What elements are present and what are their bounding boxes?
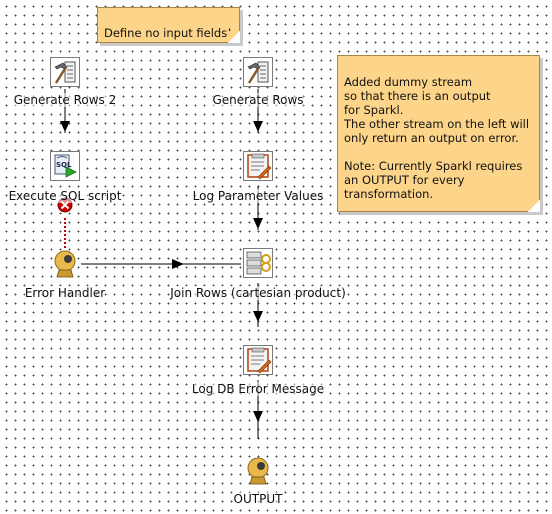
hop-arrow-icon [253,311,263,322]
note-text: Added dummy stream so that there is an o… [344,75,530,201]
step-label: Generate Rows 2 [13,93,117,107]
note-text: Define no input fields! [104,26,232,40]
step-label: Error Handler [24,286,106,300]
hop-arrow-icon [253,411,263,422]
write-to-log-icon[interactable] [243,151,273,181]
hop-arrow-icon [60,121,70,132]
note-dummy-stream[interactable]: Added dummy stream so that there is an o… [337,55,540,212]
step-label: OUTPUT [233,492,283,506]
note-define-no-input-fields[interactable]: Define no input fields! [97,7,240,43]
hop-arrow-icon [172,259,184,269]
generate-rows-icon[interactable] [243,57,273,87]
sql-script-icon[interactable]: SQL [50,151,80,181]
step-label: Log DB Error Message [191,382,325,396]
note-fold-corner [528,200,540,212]
svg-text:SQL: SQL [56,161,72,169]
dummy-step-icon[interactable] [243,455,273,485]
join-rows-icon[interactable] [243,248,273,278]
step-label: Execute SQL script [8,189,122,203]
step-label: Generate Rows [212,93,304,107]
generate-rows-icon[interactable] [50,57,80,87]
hop-arrow-icon [253,218,263,229]
step-label: Join Rows (cartesian product) [170,286,346,300]
dummy-step-icon[interactable] [50,248,80,278]
write-to-log-icon[interactable] [243,345,273,375]
note-fold-corner [228,31,240,43]
hop-arrow-icon [253,121,263,132]
step-label: Log Parameter Values [192,189,324,203]
